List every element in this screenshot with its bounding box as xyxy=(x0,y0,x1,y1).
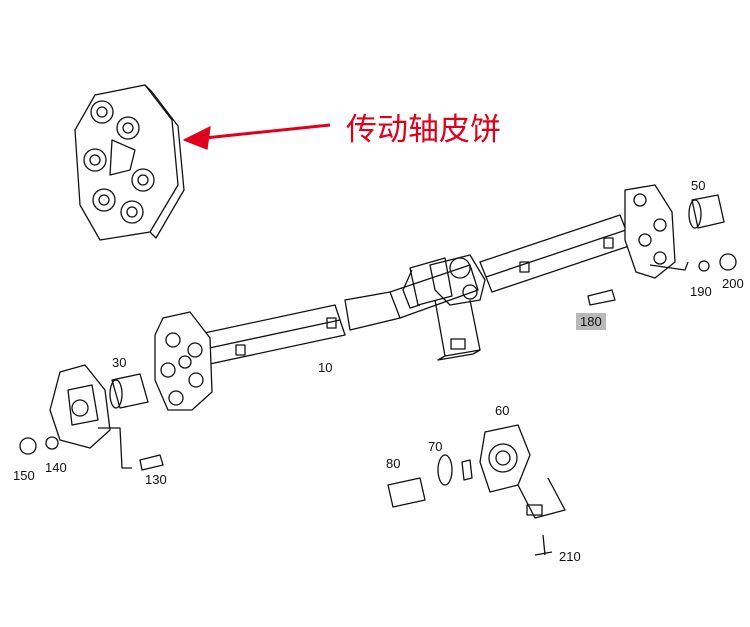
part-number-140: 140 xyxy=(45,460,67,475)
flex-disc-enlarged xyxy=(74,84,185,241)
nut-150 xyxy=(19,437,37,455)
washer-190 xyxy=(698,260,710,272)
part-number-80: 80 xyxy=(386,456,401,471)
part-number-200: 200 xyxy=(722,276,744,291)
part-number-60: 60 xyxy=(495,403,510,418)
bolt-130 xyxy=(139,454,164,471)
bolt-210 xyxy=(534,534,553,556)
part-number-150: 150 xyxy=(13,468,35,483)
ring-70b xyxy=(461,459,473,481)
rear-flex-disc xyxy=(624,184,689,279)
part-number-210: 210 xyxy=(559,549,581,564)
front-flex-disc xyxy=(154,311,213,411)
part-number-180: 180 xyxy=(576,313,606,330)
bushing-50 xyxy=(691,194,725,229)
part-number-130: 130 xyxy=(145,472,167,487)
center-bearing-60 xyxy=(479,424,566,519)
bushing-30 xyxy=(111,373,149,409)
bolt-180 xyxy=(587,289,616,306)
companion-flange xyxy=(49,364,111,449)
callout-arrow-head xyxy=(183,126,211,150)
seal-70 xyxy=(437,454,453,486)
part-number-10: 10 xyxy=(318,360,333,375)
part-number-30: 30 xyxy=(112,355,127,370)
boot-80 xyxy=(387,477,426,508)
part-number-50: 50 xyxy=(691,178,706,193)
nut-200 xyxy=(719,253,737,271)
washer-140 xyxy=(45,436,59,450)
callout-label: 传动轴皮饼 xyxy=(346,112,501,148)
part-number-190: 190 xyxy=(690,284,712,299)
part-number-70: 70 xyxy=(428,439,443,454)
callout-arrow xyxy=(204,123,331,140)
propeller-shaft xyxy=(194,214,633,366)
